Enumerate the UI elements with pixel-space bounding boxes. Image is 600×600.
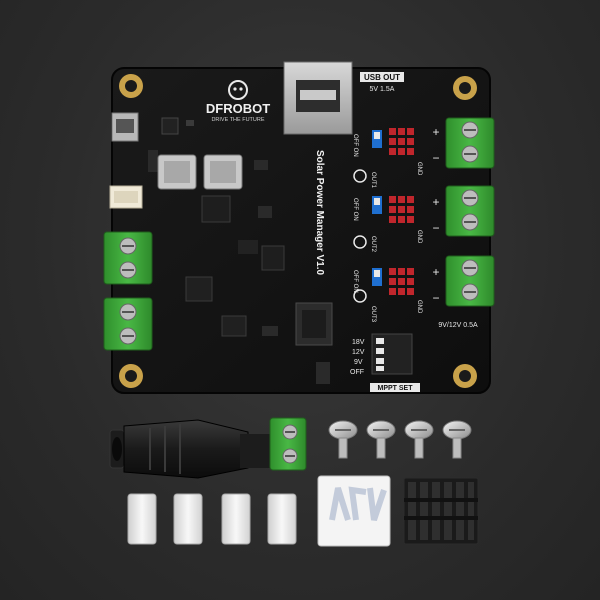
terminal-block-right-1 (445, 117, 495, 169)
mppt-off: OFF (350, 369, 364, 376)
usb-spec-label: 5V 1.5A (370, 86, 395, 93)
adhesive-pad (317, 475, 391, 547)
slogan-text: DRIVE THE FUTURE (211, 117, 264, 123)
out3-spec: 9V/12V 0.5A (438, 322, 478, 329)
terminal-block-right-3 (445, 255, 495, 307)
silver-component-2 (203, 154, 243, 190)
out2-plus: + (432, 195, 439, 209)
terminal-block-right-2 (445, 185, 495, 237)
mppt-dip-switch: 18V 12V 9V OFF MPPT SET (350, 333, 420, 392)
standoff-3 (221, 493, 251, 545)
mppt-18v: 18V (352, 339, 365, 346)
terminal-block-left-2 (103, 297, 153, 351)
screw-2 (366, 420, 396, 459)
mounting-hole-br (453, 364, 477, 388)
out2-minus: − (432, 221, 439, 235)
board-title: Solar Power Manager V1.0 (314, 150, 325, 275)
pcb-board: DFROBOT DRIVE THE FUTURE (103, 61, 495, 394)
brand-text: DFROBOT (206, 101, 270, 116)
mppt-set-label: MPPT SET (377, 385, 413, 392)
power-inductor (295, 302, 333, 346)
out1-offon: OFF ON (352, 134, 358, 157)
mounting-hole-tl (119, 74, 143, 98)
out2-label: OUT2 (370, 236, 376, 253)
out3-gnd: GND (416, 300, 422, 314)
jst-connector (109, 185, 143, 209)
usb-out-label: USB OUT (364, 73, 400, 82)
out1-label: OUT1 (370, 172, 376, 189)
out1-plus: + (432, 125, 439, 139)
dc-jack-adapter (109, 417, 307, 479)
out1-minus: − (432, 151, 439, 165)
out1-gnd: GND (416, 162, 422, 176)
out3-offon: OFF ON (352, 270, 358, 293)
mppt-12v: 12V (352, 349, 365, 356)
output-row-3: OFF ON OUT3 GND + − 9V/12V 0.5A (352, 265, 478, 329)
out2-gnd: GND (416, 230, 422, 244)
out3-label: OUT3 (370, 306, 376, 323)
mppt-9v: 9V (354, 359, 363, 366)
dfrobot-logo: DFROBOT DRIVE THE FUTURE (206, 80, 270, 123)
output-row-1: OFF ON OUT1 GND + − (352, 125, 440, 189)
heatsink (403, 477, 479, 545)
silver-component-1 (157, 154, 197, 190)
standoff-2 (173, 493, 203, 545)
screw-3 (404, 420, 434, 459)
terminal-block-left-1 (103, 231, 153, 285)
standoff-4 (267, 493, 297, 545)
output-row-2: OFF ON OUT2 GND + − (352, 195, 440, 253)
out2-offon: OFF ON (352, 198, 358, 221)
usb-a-port (283, 61, 353, 135)
mounting-hole-bl (119, 364, 143, 388)
out3-minus: − (432, 291, 439, 305)
micro-usb-port (111, 112, 139, 142)
screw-4 (442, 420, 472, 459)
standoff-1 (127, 493, 157, 545)
mounting-hole-tr (453, 76, 477, 100)
screw-1 (328, 420, 358, 459)
out3-plus: + (432, 265, 439, 279)
